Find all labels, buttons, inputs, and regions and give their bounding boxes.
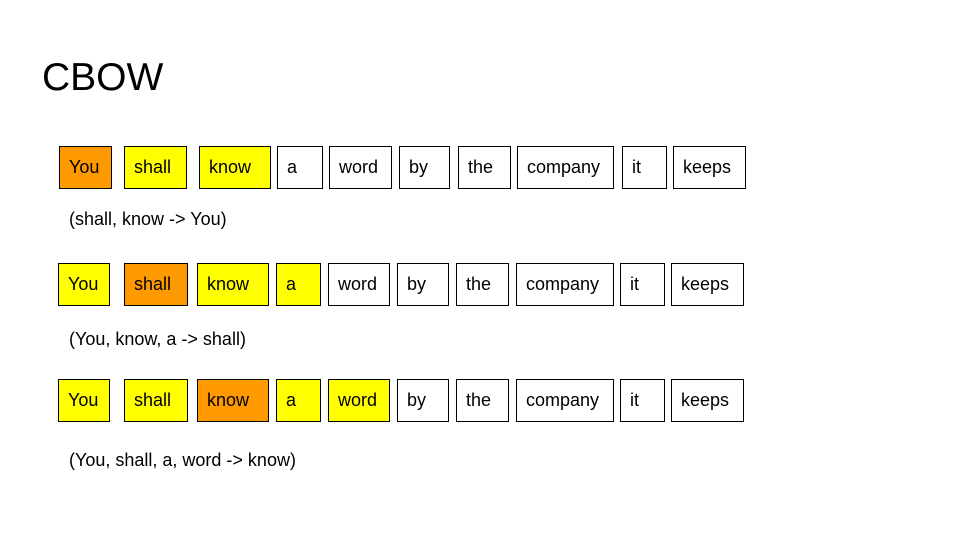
token-other-word: word	[329, 146, 392, 189]
token-target-shall: shall	[124, 263, 188, 306]
token-other-it: it	[620, 379, 665, 422]
token-other-the: the	[458, 146, 511, 189]
token-other-keeps: keeps	[673, 146, 746, 189]
token-context-a: a	[276, 263, 321, 306]
token-other-keeps: keeps	[671, 263, 744, 306]
token-context-shall: shall	[124, 146, 187, 189]
token-context-you: You	[58, 379, 110, 422]
token-context-know: know	[197, 263, 269, 306]
token-context-word: word	[328, 379, 390, 422]
token-target-you: You	[59, 146, 112, 189]
token-target-know: know	[197, 379, 269, 422]
token-context-know: know	[199, 146, 271, 189]
token-other-it: it	[622, 146, 667, 189]
token-context-you: You	[58, 263, 110, 306]
token-other-word: word	[328, 263, 390, 306]
example-caption: (You, shall, a, word -> know)	[69, 450, 296, 470]
token-context-a: a	[276, 379, 321, 422]
token-other-by: by	[397, 263, 449, 306]
token-context-shall: shall	[124, 379, 188, 422]
token-other-company: company	[516, 263, 614, 306]
token-other-company: company	[517, 146, 614, 189]
example-caption: (You, know, a -> shall)	[69, 329, 246, 349]
token-other-the: the	[456, 263, 509, 306]
token-other-keeps: keeps	[671, 379, 744, 422]
token-other-it: it	[620, 263, 665, 306]
token-other-by: by	[399, 146, 450, 189]
token-other-a: a	[277, 146, 323, 189]
slide-title: CBOW	[42, 56, 164, 99]
example-caption: (shall, know -> You)	[69, 209, 227, 229]
token-other-by: by	[397, 379, 449, 422]
token-other-company: company	[516, 379, 614, 422]
token-other-the: the	[456, 379, 509, 422]
